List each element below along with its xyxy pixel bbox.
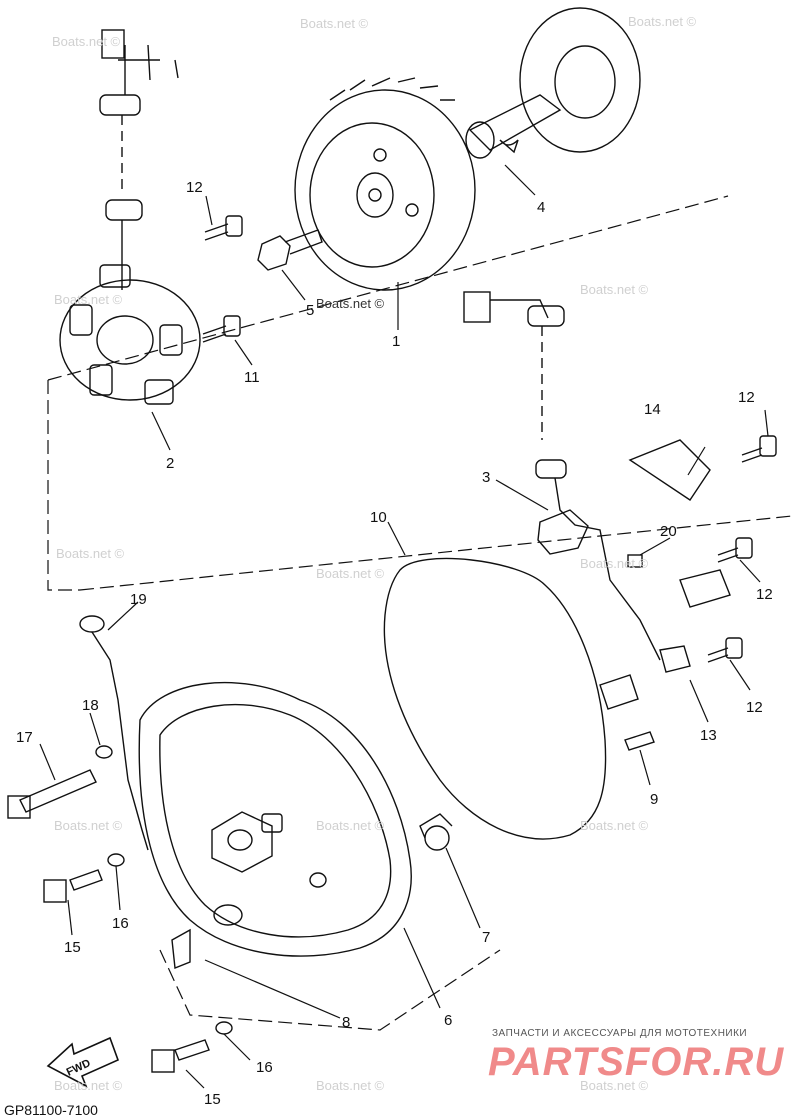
watermark: Boats.net © xyxy=(580,1078,649,1093)
callout-9: 9 xyxy=(650,791,659,808)
callout-12: 12 xyxy=(756,586,773,603)
assembly-boundary xyxy=(47,195,793,1031)
callout-20: 20 xyxy=(660,523,677,540)
callout-4: 4 xyxy=(537,199,546,216)
watermark: Boats.net © xyxy=(580,818,649,833)
watermark: Boats.net © xyxy=(628,14,697,29)
callout-16: 16 xyxy=(112,915,129,932)
callout-5: 5 xyxy=(306,302,315,319)
fasteners-and-tube xyxy=(7,615,453,1073)
callout-19: 19 xyxy=(130,591,147,608)
callout-1: 1 xyxy=(392,333,401,350)
flywheel-bolt xyxy=(257,229,323,271)
callout-17: 17 xyxy=(16,729,33,746)
watermark: Boats.net © xyxy=(580,556,649,571)
stator xyxy=(59,29,201,405)
leader-lines xyxy=(39,164,769,1089)
dowel-pin xyxy=(624,731,655,751)
cover-gasket xyxy=(383,557,607,840)
callout-11: 11 xyxy=(244,369,260,386)
callout-14: 14 xyxy=(644,401,661,418)
callout-3: 3 xyxy=(482,469,491,486)
callout-13: 13 xyxy=(700,727,717,744)
watermark: Boats.net © xyxy=(54,818,123,833)
crankcase-cover xyxy=(138,681,412,957)
watermark: Boats.net © xyxy=(316,296,385,311)
pickup-coil-assembly xyxy=(463,291,731,751)
callout-15: 15 xyxy=(64,939,81,956)
callout-2: 2 xyxy=(166,455,175,472)
watermark: Boats.net © xyxy=(54,1078,123,1093)
callout-12: 12 xyxy=(746,699,763,716)
woodruff-key xyxy=(499,139,519,154)
callout-8: 8 xyxy=(342,1014,351,1031)
callout-15: 15 xyxy=(204,1091,221,1108)
callout-6: 6 xyxy=(444,1012,453,1029)
watermark: Boats.net © xyxy=(316,1078,385,1093)
callout-16: 16 xyxy=(256,1059,273,1076)
callout-10: 10 xyxy=(370,509,387,526)
watermark: Boats.net © xyxy=(56,546,125,561)
crankshaft-rotor xyxy=(465,7,641,159)
callout-18: 18 xyxy=(82,697,99,714)
callout-12: 12 xyxy=(738,389,755,406)
watermark: Boats.net © xyxy=(54,292,123,307)
shop-tagline: ЗАПЧАСТИ И АКСЕССУАРЫ ДЛЯ МОТОТЕХНИКИ xyxy=(492,1028,748,1039)
watermark: Boats.net © xyxy=(300,16,369,31)
fwd-arrow-icon xyxy=(46,1036,120,1088)
callout-12: 12 xyxy=(186,179,203,196)
callout-7: 7 xyxy=(482,929,491,946)
watermark: Boats.net © xyxy=(316,566,385,581)
diagram-code: GP81100-7100 xyxy=(4,1102,98,1118)
watermark: Boats.net © xyxy=(52,34,121,49)
flywheel xyxy=(294,77,476,291)
screws xyxy=(202,215,777,663)
watermark: Boats.net © xyxy=(316,818,385,833)
shop-logo: PARTSFOR.RU xyxy=(488,1040,785,1084)
watermark: Boats.net © xyxy=(580,282,649,297)
